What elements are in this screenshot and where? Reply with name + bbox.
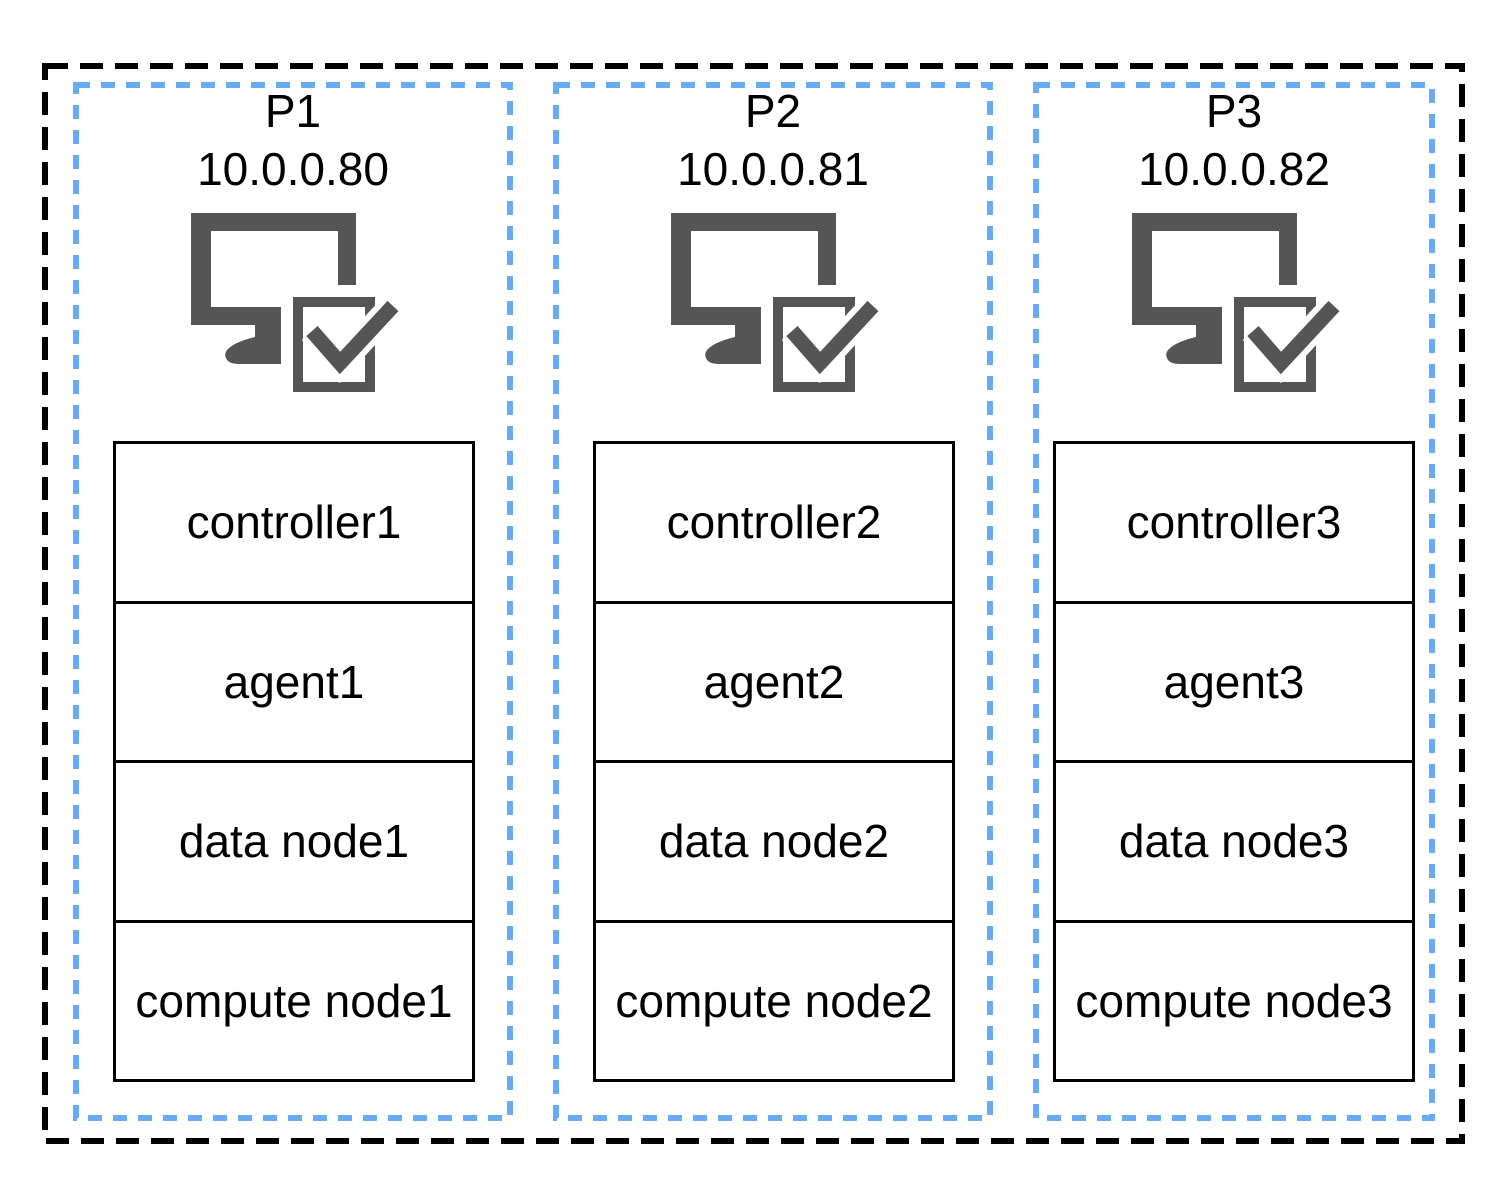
host-ip: 10.0.0.81: [677, 143, 869, 195]
host-name: P1: [264, 85, 322, 137]
host-header: P3 10.0.0.82: [1033, 82, 1435, 198]
node-cell: data node1: [116, 760, 472, 920]
node-cell: data node2: [596, 760, 952, 920]
checkmark-shape: [786, 300, 879, 375]
monitor-stand-shape: [1166, 325, 1222, 364]
host-panel-p2: P2 10.0.0.81 controller2 agent2 data nod…: [553, 82, 993, 1121]
monitor-stand-shape: [705, 325, 761, 364]
node-cell: agent2: [596, 600, 952, 761]
host-name: P3: [1205, 85, 1263, 137]
monitor-shape: [671, 213, 836, 325]
checkmark-shape: [1247, 300, 1340, 375]
host-ip: 10.0.0.80: [197, 143, 389, 195]
monitor-shape: [1132, 213, 1297, 325]
node-stack: controller2 agent2 data node2 compute no…: [593, 441, 955, 1082]
checkbox-shape: [773, 297, 855, 392]
host-panel-border-2: [553, 82, 993, 1121]
host-panel-border-3: [1033, 82, 1435, 1121]
outer-dashed-border: [42, 63, 1465, 1144]
node-cell: agent1: [116, 600, 472, 761]
monitor-check-icon: [191, 213, 403, 392]
node-cell: compute node1: [116, 919, 472, 1080]
node-cell: data node3: [1056, 760, 1412, 920]
monitor-stand-shape: [225, 325, 281, 364]
host-header: P1 10.0.0.80: [73, 82, 513, 198]
monitor-shape: [191, 213, 356, 325]
node-stack: controller1 agent1 data node1 compute no…: [113, 441, 475, 1082]
checkmark-shape: [306, 300, 399, 375]
host-ip: 10.0.0.82: [1138, 143, 1330, 195]
host-panel-p3: P3 10.0.0.82 controller3 agent3 data nod…: [1033, 82, 1435, 1121]
host-panel-p1: P1 10.0.0.80 controller1 agent1 data nod…: [73, 82, 513, 1121]
node-cell: controller3: [1126, 496, 1342, 549]
node-stack: controller3 agent3 data node3 compute no…: [1053, 441, 1415, 1082]
checkbox-shape: [293, 297, 375, 392]
checkbox-shape: [1234, 297, 1316, 392]
host-name: P2: [744, 85, 802, 137]
node-cell: controller2: [666, 496, 882, 549]
node-cell: compute node2: [596, 919, 952, 1080]
node-cell: controller1: [186, 496, 402, 549]
host-header: P2 10.0.0.81: [553, 82, 993, 198]
node-cell: compute node3: [1056, 919, 1412, 1080]
monitor-check-icon: [671, 213, 883, 392]
monitor-check-icon: [1132, 213, 1344, 392]
host-panel-border-1: [73, 82, 513, 1121]
node-cell: agent3: [1056, 600, 1412, 761]
